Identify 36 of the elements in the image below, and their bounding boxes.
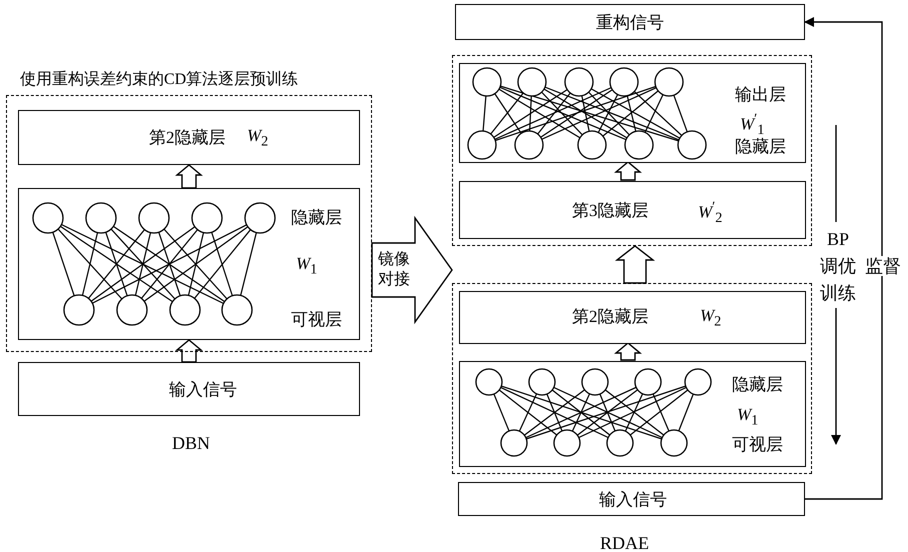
layer-box	[458, 482, 805, 516]
layer-label: 隐藏层	[732, 376, 783, 393]
layer-label: 输入信号	[599, 491, 667, 508]
edge-label: 监督	[865, 256, 901, 276]
layer-label: 重构信号	[596, 14, 664, 31]
weight-label: W$_{1}$	[296, 255, 318, 277]
layer-box	[18, 110, 360, 165]
layer-label: 第2隐藏层	[572, 308, 648, 325]
dashed-group-frame	[452, 55, 812, 246]
layer-box	[455, 4, 805, 40]
weight-label: W$_{2}$	[700, 307, 722, 329]
layer-label: 隐藏层	[291, 209, 342, 226]
arrow	[804, 17, 883, 500]
block-arrow	[371, 216, 453, 324]
block-arrow	[614, 245, 656, 284]
weight-label: W$_{2}$	[247, 127, 268, 149]
group-heading: 使用重构误差约束的CD算法逐层预训练	[20, 72, 298, 88]
layer-label: 第3隐藏层	[572, 202, 648, 219]
edge-label: 镜像对接	[378, 250, 411, 290]
block-arrow	[614, 342, 642, 361]
block-arrow	[175, 164, 203, 189]
diagram-caption: RDAE	[600, 532, 649, 552]
weight-label: W$_{1}$	[737, 406, 758, 428]
layer-label: 可视层	[732, 436, 783, 453]
layer-label: 可视层	[291, 311, 342, 328]
diagram-caption: DBN	[172, 432, 210, 455]
layer-box	[459, 181, 806, 239]
dashed-group-frame	[452, 283, 812, 474]
block-arrow	[175, 339, 203, 363]
layer-label: 隐藏层	[735, 138, 786, 155]
layer-label: 输出层	[735, 86, 786, 103]
layer-box	[459, 291, 806, 344]
block-arrow	[614, 161, 642, 181]
layer-box	[18, 362, 360, 416]
layer-label: 输入信号	[169, 381, 237, 398]
layer-label: 第2隐藏层	[149, 129, 226, 146]
